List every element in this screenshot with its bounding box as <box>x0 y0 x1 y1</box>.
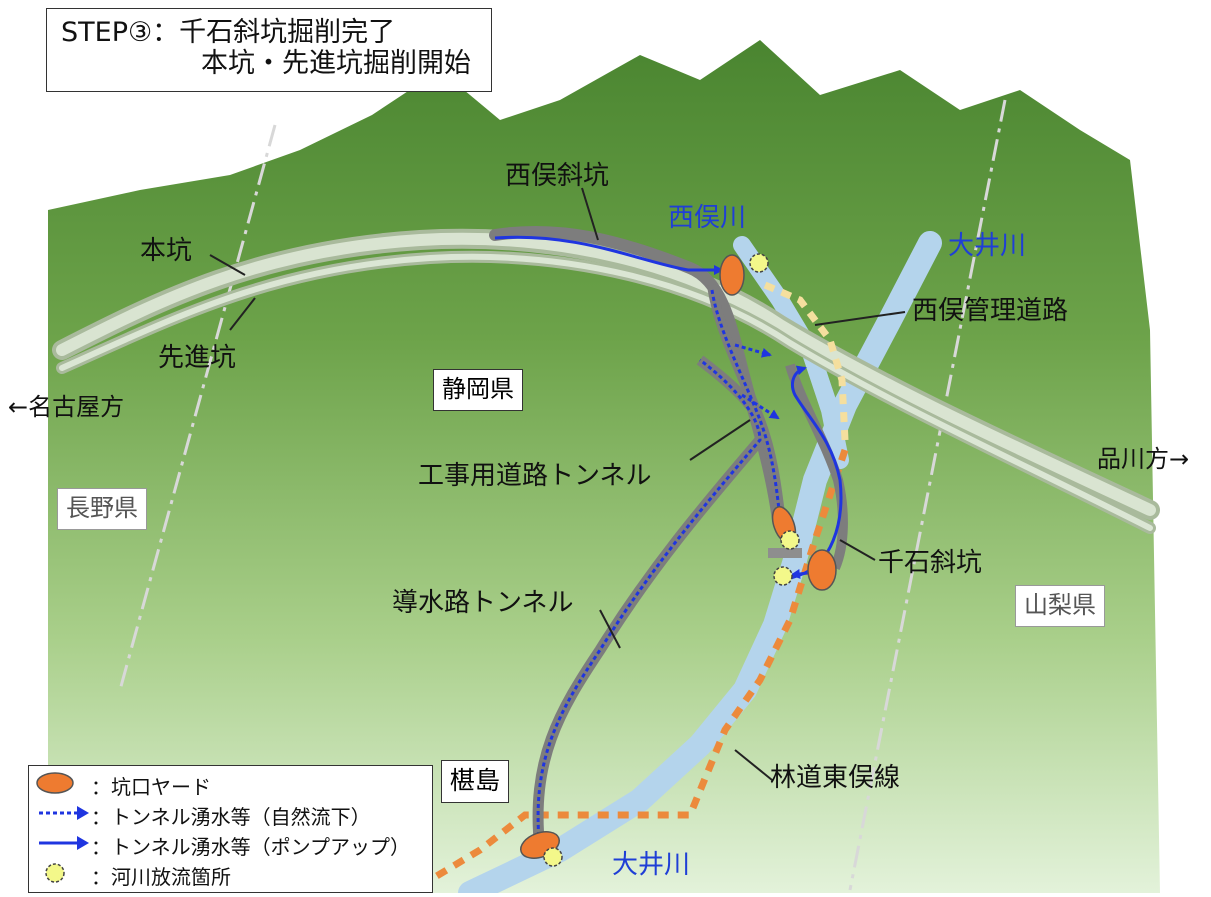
legend-natural-label: ：トンネル湧水等（自然流下） <box>91 805 371 829</box>
legend-row-natural: ：トンネル湧水等（自然流下） <box>29 798 432 829</box>
natural-flow-line <box>536 358 762 851</box>
label-dosui-tunnel: 導水路トンネル <box>392 588 574 618</box>
rindo-road <box>428 448 849 884</box>
portal-yard-senkoku <box>807 549 837 591</box>
pilot-tunnel-inner <box>59 253 1153 531</box>
legend-row-pump: ：トンネル湧水等（ポンプアップ） <box>29 828 432 859</box>
discharge-point-2 <box>780 530 800 550</box>
discharge-icon <box>45 863 65 883</box>
label-shinagawa-direction: 品川方→ <box>1097 445 1190 473</box>
label-oi-river-top: 大井川 <box>948 231 1027 261</box>
portal-yard-nishimata <box>719 254 745 296</box>
step-title-box: STEP③：千石斜坑掘削完了 本坑・先進坑掘削開始 <box>46 8 492 92</box>
natural-flow-arrow-b <box>741 393 780 420</box>
prefecture-boundary-west <box>118 124 277 691</box>
label-nishimata-river: 西俣川 <box>668 203 747 233</box>
legend-row-yard: ：坑口ヤード <box>29 768 432 799</box>
bridge-segment <box>768 548 802 558</box>
label-nishimata-road: 西俣管理道路 <box>912 296 1069 326</box>
label-nagoya-direction: ←名古屋方 <box>8 393 125 421</box>
discharge-point-4 <box>543 847 563 867</box>
leader-lines <box>209 187 906 781</box>
legend-row-discharge: ：河川放流箇所 <box>29 858 432 889</box>
label-yamanashi: 山梨県 <box>1015 585 1105 627</box>
title-line2: 本坑・先進坑掘削開始 <box>201 48 471 80</box>
legend-discharge-label: ：河川放流箇所 <box>91 865 231 889</box>
label-senshinko: 先進坑 <box>158 343 237 373</box>
label-nishimata-shako: 西俣斜坑 <box>505 161 610 191</box>
prefecture-boundary-east <box>848 99 1007 891</box>
solid-arrow-icon <box>39 836 89 850</box>
legend-box: ：坑口ヤード ：トンネル湧水等（自然流下） ：トンネル湧水等（ポンプアップ） ：… <box>28 765 433 893</box>
discharge-point-1 <box>749 253 769 273</box>
title-line1: STEP③：千石斜坑掘削完了 <box>61 17 396 48</box>
discharge-point-3 <box>773 566 793 586</box>
main-tunnel-inner <box>56 232 1156 516</box>
dotted-arrow-icon <box>39 806 89 820</box>
nishimata-road <box>763 281 849 441</box>
legend-yard-label: ：坑口ヤード <box>91 775 211 799</box>
pump-flow-line <box>494 235 724 275</box>
label-senkoku-shako: 千石斜坑 <box>878 548 983 578</box>
label-sawarajima: 椹島 <box>441 760 510 803</box>
yard-icon <box>36 772 74 794</box>
label-honko: 本坑 <box>140 236 193 266</box>
legend-pump-label: ：トンネル湧水等（ポンプアップ） <box>91 835 410 859</box>
label-oi-river-bottom: 大井川 <box>612 850 691 880</box>
label-shizuoka: 静岡県 <box>433 369 523 411</box>
label-nagano: 長野県 <box>57 488 147 530</box>
label-koji-tunnel: 工事用道路トンネル <box>418 461 652 491</box>
natural-flow-line-2 <box>710 289 787 542</box>
natural-flow-arrow-a <box>734 343 772 358</box>
label-rindo: 林道東俣線 <box>770 763 901 793</box>
